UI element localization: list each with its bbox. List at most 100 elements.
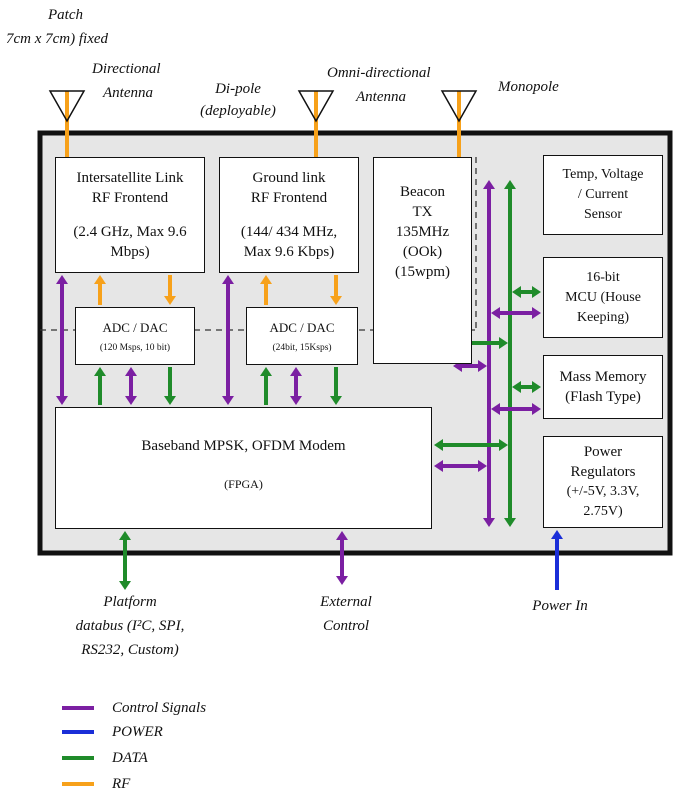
legend-power-label: POWER: [112, 724, 163, 740]
data-bus-vertical-head-up: [504, 180, 516, 189]
isl-line2: RF Frontend: [91, 190, 169, 206]
legend-control-label: Control Signals: [112, 700, 207, 716]
mass-memory-block: Mass Memory (Flash Type): [543, 355, 663, 419]
isl-modem-control-arrow-head-up: [56, 275, 68, 284]
adc1-modem-control-arrow-head-up: [125, 367, 137, 376]
power-in-label: Power In: [532, 598, 588, 614]
dipole-antenna-label-line2: (deployable): [200, 103, 276, 119]
legend-rf-label: RF: [112, 776, 131, 792]
isl-modem-control-arrow-head-down: [56, 396, 68, 405]
beacon-tx-block: Beacon TX 135MHz (OOk) (15wpm): [373, 157, 472, 364]
modem-line1: Baseband MPSK, OFDM Modem: [141, 438, 346, 454]
sensor-line1: Temp, Voltage: [562, 167, 644, 182]
legend-control-line: [62, 706, 94, 710]
mcu-line1: 16-bit: [586, 269, 620, 285]
patch-antenna-label-line2: 7cm x 7cm) fixed: [6, 31, 109, 47]
power-line4: 2.75V): [583, 504, 623, 519]
sensor-line3: Sensor: [583, 207, 623, 222]
rf-adc2-up-arrow-head-up: [260, 275, 272, 284]
memory-line2: (Flash Type): [565, 389, 641, 405]
platform-databus-arrow-head-down: [119, 581, 131, 590]
power-line3: (+/-5V, 3.3V,: [566, 484, 640, 499]
memory-data-bus-arrow-head-left: [512, 381, 521, 393]
mcu-line3: Keeping): [576, 309, 630, 325]
beacon-data-bus-arrow-head-right: [499, 337, 508, 349]
beacon-line5: (15wpm): [395, 264, 450, 280]
adc-dac-block-1: ADC / DAC (120 Msps, 10 bit): [75, 307, 195, 365]
omni-antenna-label-line2: Antenna: [356, 89, 406, 105]
memory-control-bus-arrow-head-right: [532, 403, 541, 415]
isl-line1: Intersatellite Link: [76, 170, 184, 186]
monopole-antenna-label: Monopole: [498, 79, 559, 95]
power-in-arrow-head-up: [551, 530, 563, 539]
ground-line3: (144/ 434 MHz,: [240, 224, 338, 240]
legend-data-line: [62, 756, 94, 760]
dipole-antenna-label-line1: Di-pole: [215, 81, 261, 97]
rf-adc2-down-arrow-head-down: [330, 296, 342, 305]
beacon-control-bus-arrow-head-right: [478, 360, 487, 372]
ground-modem-control-arrow-head-up: [222, 275, 234, 284]
mcu-control-bus-arrow-head-left: [491, 307, 500, 319]
mcu-data-bus-arrow-head-left: [512, 286, 521, 298]
adc2-modem-control-arrow-head-down: [290, 396, 302, 405]
baseband-modem-block: Baseband MPSK, OFDM Modem (FPGA): [55, 407, 432, 529]
mcu-line2: MCU (House: [565, 289, 641, 305]
legend-power-line: [62, 730, 94, 734]
adc2-modem-control-arrow-head-up: [290, 367, 302, 376]
beacon-line3: 135MHz: [395, 224, 450, 240]
adc2-modem-data-down-arrow-head-down: [330, 396, 342, 405]
platform-databus-label-line1: Platform: [103, 594, 157, 610]
memory-control-bus-arrow-head-left: [491, 403, 500, 415]
modem-data-bus-arrow-head-left: [434, 439, 443, 451]
ground-line1: Ground link: [252, 170, 326, 186]
legend-data-label: DATA: [112, 750, 148, 766]
dipole-antenna-icon-symbol: [297, 90, 335, 123]
ground-line4: Max 9.6 Kbps): [243, 244, 335, 260]
beacon-line4: (OOk): [402, 244, 443, 260]
external-control-label-line2: Control: [322, 618, 370, 634]
rf-adc1-up-arrow-head-up: [94, 275, 106, 284]
mcu-block: 16-bit MCU (House Keeping): [543, 257, 663, 338]
sensor-block: Temp, Voltage / Current Sensor: [543, 155, 663, 235]
adc1-modem-control-arrow-head-down: [125, 396, 137, 405]
omni-antenna-label-line1: Omni-directional: [327, 65, 431, 81]
ground-line2: RF Frontend: [250, 190, 328, 206]
adc1-modem-data-down-arrow-head-down: [164, 396, 176, 405]
adc1-line1: ADC / DAC: [102, 319, 168, 335]
control-bus-vertical-head-down: [483, 518, 495, 527]
external-control-arrow-head-up: [336, 531, 348, 540]
mcu-data-bus-arrow-head-right: [532, 286, 541, 298]
adc2-modem-data-up-arrow-head-up: [260, 367, 272, 376]
memory-data-bus-arrow-head-right: [532, 381, 541, 393]
modem-line2: (FPGA): [224, 477, 263, 491]
patch-antenna-label-line4: Antenna: [103, 85, 153, 101]
patch-antenna-icon-symbol: [48, 90, 86, 123]
power-line1: Power: [583, 444, 623, 460]
power-line2: Regulators: [570, 464, 636, 480]
adc2-line1: ADC / DAC: [269, 319, 335, 335]
monopole-antenna-icon-symbol: [440, 90, 478, 123]
modem-control-bus-arrow-head-left: [434, 460, 443, 472]
memory-line1: Mass Memory: [559, 369, 647, 385]
platform-databus-arrow-head-up: [119, 531, 131, 540]
adc1-line2: (120 Msps, 10 bit): [99, 342, 171, 353]
modem-data-bus-arrow-head-right: [499, 439, 508, 451]
adc1-modem-data-up-arrow-head-up: [94, 367, 106, 376]
control-bus-vertical-head-up: [483, 180, 495, 189]
beacon-line1: Beacon: [400, 184, 445, 200]
isl-line4: Mbps): [110, 244, 150, 260]
modem-control-bus-arrow-head-right: [478, 460, 487, 472]
platform-databus-label-line2: databus (I²C, SPI,: [75, 618, 185, 634]
external-control-arrow-head-down: [336, 576, 348, 585]
platform-databus-label-line3: RS232, Custom): [81, 642, 179, 658]
rf-adc1-down-arrow-head-down: [164, 296, 176, 305]
adc-dac-block-2: ADC / DAC (24bit, 15Ksps): [246, 307, 358, 365]
intersatellite-link-rf-frontend: Intersatellite Link RF Frontend (2.4 GHz…: [55, 157, 205, 273]
data-bus-vertical-head-down: [504, 518, 516, 527]
patch-antenna-label-line3: Directional: [92, 61, 161, 77]
external-control-label-line1: External: [320, 594, 372, 610]
power-regulators-block: Power Regulators (+/-5V, 3.3V, 2.75V): [543, 436, 663, 528]
legend-rf-line: [62, 782, 94, 786]
patch-antenna-label-line1: Patch: [48, 7, 83, 23]
ground-link-rf-frontend: Ground link RF Frontend (144/ 434 MHz, M…: [219, 157, 359, 273]
